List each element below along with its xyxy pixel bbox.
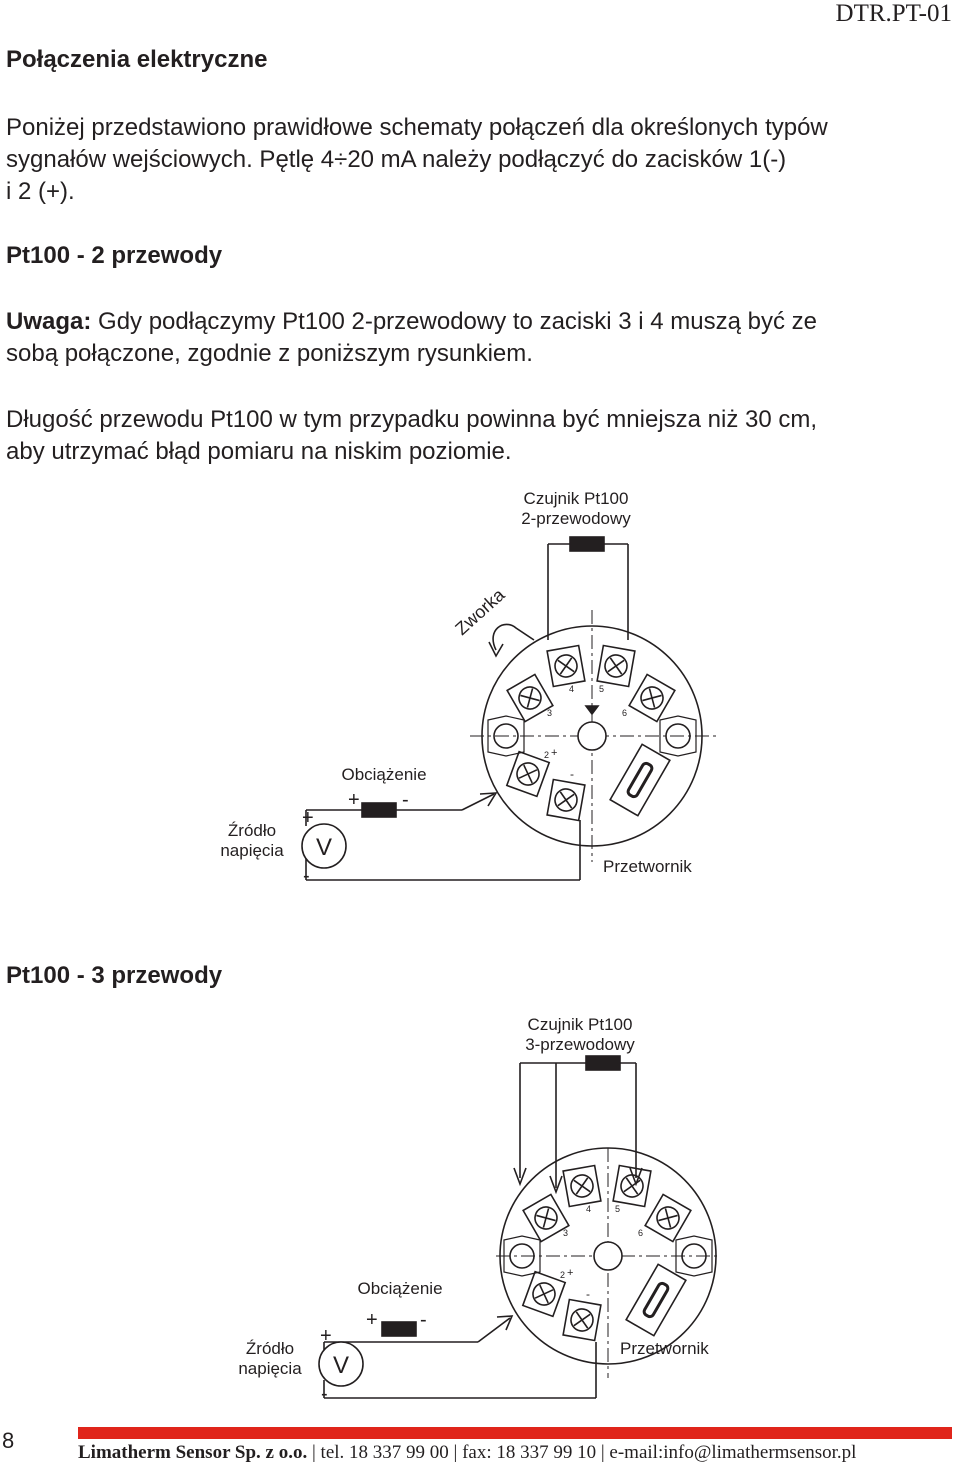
jumper-arrow <box>488 641 504 658</box>
terminal-5 <box>596 644 636 688</box>
mount-hole-right <box>665 723 691 749</box>
terminal-4-label: 4 <box>586 1204 591 1214</box>
transmitter-label: Przetwornik <box>603 857 692 876</box>
load-resistor-3wire <box>381 1321 417 1337</box>
load-resistor-2wire <box>361 802 397 818</box>
source-label-2: napięcia <box>220 841 284 860</box>
adjust-potentiometer <box>609 743 671 817</box>
mount-boss-left <box>503 1235 541 1277</box>
terminal-4 <box>562 1164 602 1208</box>
terminal-3-label: 3 <box>563 1228 568 1238</box>
intro-paragraph: Poniżej przedstawiono prawidłowe schemat… <box>6 112 936 208</box>
terminal-4-label: 4 <box>569 684 574 694</box>
mount-hole-left <box>493 723 519 749</box>
jumper-marker <box>584 705 600 716</box>
terminal-2-label: 2 <box>560 1270 565 1280</box>
contact-details: | tel. 18 337 99 00 | fax: 18 337 99 10 … <box>307 1442 857 1463</box>
note-text-1: Gdy podłączymy Pt100 2-przewodowy to zac… <box>91 308 817 335</box>
terminal-2 <box>521 1270 567 1318</box>
wire-arrow-terminal-2 <box>496 1315 514 1331</box>
voltmeter-symbol: V <box>316 834 332 861</box>
note-paragraph: Uwaga: Gdy podłączymy Pt100 2-przewodowy… <box>6 306 936 370</box>
terminal-3 <box>506 673 554 723</box>
wiring-diagram-2wire: Czujnik Pt100 2-przewodowy Zworka Obciąż… <box>220 489 716 887</box>
terminal-3-label: 3 <box>547 708 552 718</box>
arrow-middle <box>549 1175 563 1195</box>
terminal-5-label: 5 <box>599 684 604 694</box>
load-plus: + <box>366 1309 378 1331</box>
transmitter-label: Przetwornik <box>620 1339 709 1358</box>
load-minus: - <box>402 789 409 811</box>
mount-hole-left <box>509 1243 535 1269</box>
note-label: Uwaga: <box>6 308 92 335</box>
load-label: Obciążenie <box>357 1279 442 1298</box>
terminal-1 <box>562 1298 602 1342</box>
adjust-potentiometer <box>625 1263 687 1337</box>
footer-contact: Limatherm Sensor Sp. z o.o. | tel. 18 33… <box>78 1442 958 1464</box>
wire-to-terminal-2 <box>477 1317 511 1343</box>
center-hole <box>593 1241 623 1271</box>
intro-line-3: i 2 (+). <box>6 178 75 205</box>
source-label-1: Źródło <box>246 1339 294 1358</box>
terminal-5 <box>612 1164 652 1208</box>
terminal-6-label: 6 <box>638 1228 643 1238</box>
voltmeter-2wire <box>301 823 347 869</box>
mount-boss-right <box>675 1235 713 1277</box>
source-plus: + <box>302 807 314 829</box>
mount-boss-left <box>487 715 525 757</box>
document-code: DTR.PT-01 <box>835 0 952 27</box>
arrow-left <box>513 1167 527 1187</box>
pt100-sensor-3wire <box>585 1055 621 1071</box>
sensor-label-2: 3-przewodowy <box>525 1035 635 1054</box>
jumper-wire <box>492 623 535 651</box>
terminal-6 <box>644 1193 692 1243</box>
source-minus: - <box>303 865 310 887</box>
jumper-label: Zworka <box>451 584 509 639</box>
load-minus: - <box>420 1309 427 1331</box>
pt100-sensor-2wire <box>569 536 605 552</box>
company-name: Limatherm Sensor Sp. z o.o. <box>78 1442 308 1463</box>
sensor-label-1: Czujnik Pt100 <box>528 1015 633 1034</box>
mount-boss-right <box>659 715 697 757</box>
terminal-5-label: 5 <box>615 1204 620 1214</box>
terminal-2 <box>505 750 551 798</box>
length-paragraph: Długość przewodu Pt100 w tym przypadku p… <box>6 404 936 468</box>
page-number: 8 <box>2 1428 15 1453</box>
intro-line-2: sygnałów wejściowych. Pętlę 4÷20 mA nale… <box>6 146 787 173</box>
wire-arrow-terminal-2 <box>479 792 498 807</box>
terminal-4 <box>546 644 586 688</box>
source-plus: + <box>320 1325 332 1347</box>
terminal-2-plus: + <box>551 747 557 759</box>
terminal-6-label: 6 <box>622 708 627 718</box>
load-plus: + <box>348 789 360 811</box>
terminal-6 <box>628 673 676 723</box>
footer-rule <box>78 1427 952 1439</box>
terminal-3 <box>522 1193 570 1243</box>
page-title: Połączenia elektryczne <box>6 46 268 73</box>
length-line-2: aby utrzymać błąd pomiaru na niskim pozi… <box>6 438 512 465</box>
load-label: Obciążenie <box>341 765 426 784</box>
section-title-3wire: Pt100 - 3 przewody <box>6 962 223 989</box>
voltmeter-symbol: V <box>333 1352 349 1379</box>
terminal-2-plus: + <box>567 1267 573 1279</box>
intro-line-1: Poniżej przedstawiono prawidłowe schemat… <box>6 114 828 141</box>
terminal-1-minus: - <box>586 1287 590 1301</box>
note-line-1: Uwaga: Gdy podłączymy Pt100 2-przewodowy… <box>6 306 936 338</box>
terminal-1-minus: - <box>570 767 574 781</box>
source-label-1: Źródło <box>228 821 276 840</box>
terminal-2-label: 2 <box>544 750 549 760</box>
mount-hole-right <box>681 1243 707 1269</box>
source-label-2: napięcia <box>238 1359 302 1378</box>
wiring-diagram-3wire: Czujnik Pt100 3-przewodowy Obciążenie + … <box>238 1015 720 1405</box>
section-title-2wire: Pt100 - 2 przewody <box>6 242 223 269</box>
center-hole <box>577 721 607 751</box>
wire-to-terminal-2 <box>461 793 495 811</box>
voltmeter-3wire <box>318 1341 364 1387</box>
note-line-2: sobą połączone, zgodnie z poniższym rysu… <box>6 340 533 367</box>
source-minus: - <box>321 1383 328 1405</box>
sensor-label-1: Czujnik Pt100 <box>524 489 629 508</box>
length-line-1: Długość przewodu Pt100 w tym przypadku p… <box>6 406 818 433</box>
sensor-label-2: 2-przewodowy <box>521 509 631 528</box>
terminal-1 <box>546 778 586 822</box>
